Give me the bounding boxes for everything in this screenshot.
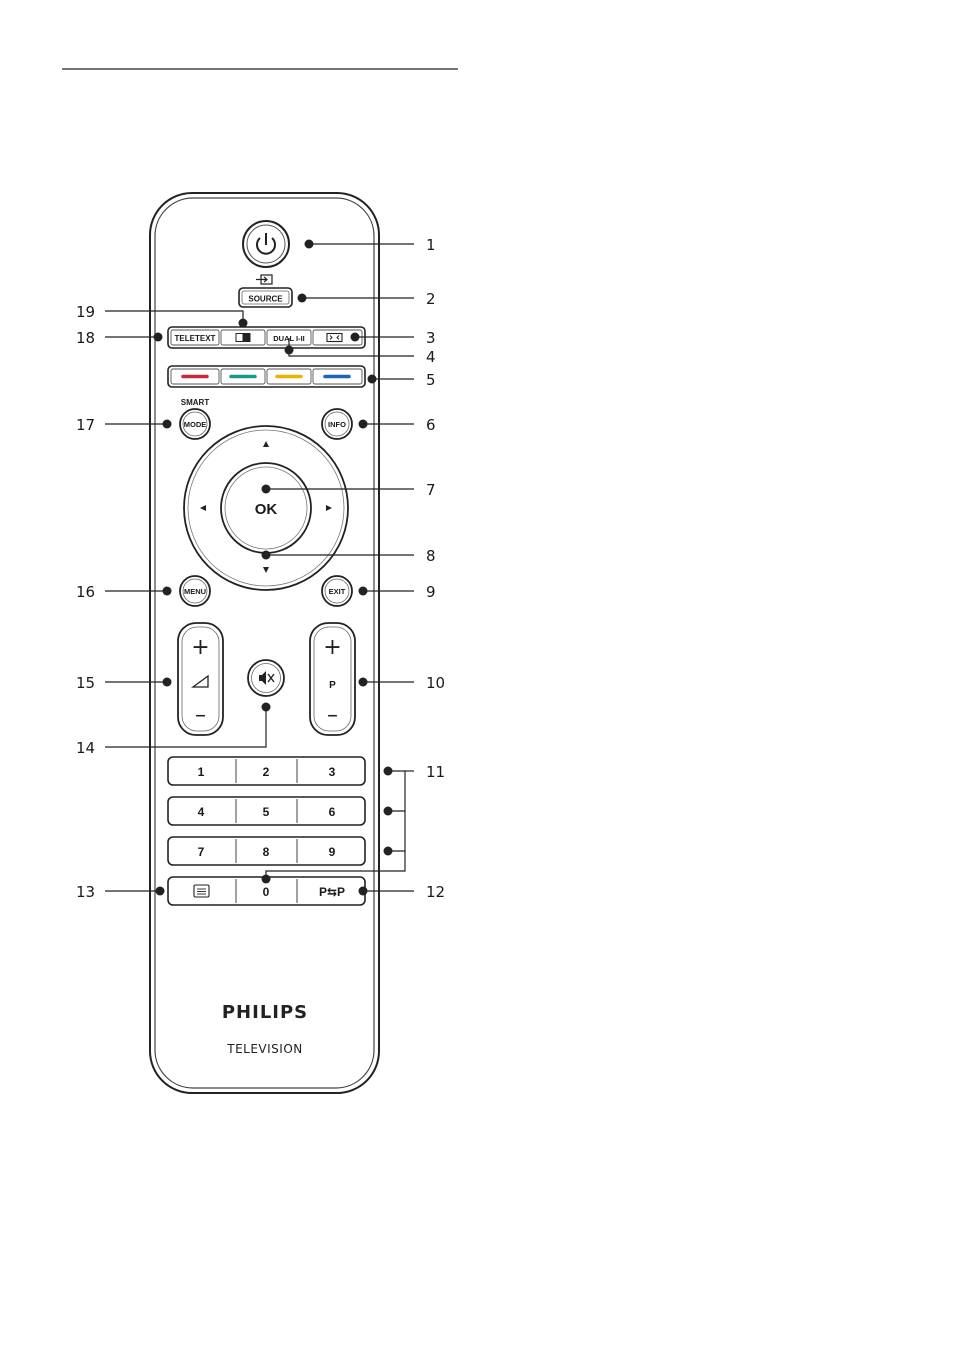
key-4[interactable]: 4 bbox=[198, 805, 205, 819]
key-2[interactable]: 2 bbox=[263, 765, 270, 779]
key-8[interactable]: 8 bbox=[263, 845, 270, 859]
callout-8: 8 bbox=[426, 547, 436, 565]
volume-minus-label: – bbox=[195, 703, 206, 728]
menu-label: MENU bbox=[184, 587, 206, 596]
callout-2: 2 bbox=[426, 290, 436, 308]
callout-1: 1 bbox=[426, 236, 436, 254]
callout-7: 7 bbox=[426, 481, 436, 499]
callout-19: 19 bbox=[76, 303, 95, 321]
key-3[interactable]: 3 bbox=[329, 765, 336, 779]
smart-mode-button[interactable]: MODE bbox=[180, 409, 210, 439]
callout-5: 5 bbox=[426, 371, 436, 389]
color-keys-row bbox=[168, 366, 365, 387]
exit-label: EXIT bbox=[329, 587, 346, 596]
ok-button[interactable]: OK bbox=[221, 463, 311, 553]
callout-14: 14 bbox=[76, 739, 95, 757]
key-6[interactable]: 6 bbox=[329, 805, 336, 819]
menu-button[interactable]: MENU bbox=[180, 576, 210, 606]
callout-9: 9 bbox=[426, 583, 436, 601]
callout-16: 16 bbox=[76, 583, 95, 601]
program-label: P bbox=[329, 680, 336, 691]
key-7[interactable]: 7 bbox=[198, 845, 205, 859]
brand-logo: PHILIPS bbox=[222, 1002, 308, 1023]
teletext-row: TELETEXT DUAL I-II bbox=[168, 327, 365, 348]
key-0[interactable]: 0 bbox=[263, 885, 270, 899]
volume-rocker[interactable]: + – bbox=[178, 623, 223, 735]
callout-12: 12 bbox=[426, 883, 445, 901]
power-button[interactable] bbox=[243, 221, 289, 267]
callout-3: 3 bbox=[426, 329, 436, 347]
callout-6: 6 bbox=[426, 416, 436, 434]
source-button[interactable]: SOURCE bbox=[239, 288, 292, 307]
mute-button[interactable] bbox=[248, 660, 284, 696]
smart-label: SMART bbox=[181, 398, 210, 407]
callout-15: 15 bbox=[76, 674, 95, 692]
program-minus-label: – bbox=[327, 703, 338, 728]
key-9[interactable]: 9 bbox=[329, 845, 336, 859]
product-label: TELEVISION bbox=[226, 1042, 303, 1056]
ok-label: OK bbox=[255, 501, 278, 518]
callout-11: 11 bbox=[426, 763, 445, 781]
exit-button[interactable]: EXIT bbox=[322, 576, 352, 606]
info-label: INFO bbox=[328, 420, 346, 429]
callout-17: 17 bbox=[76, 416, 95, 434]
source-input-icon bbox=[256, 275, 272, 284]
program-plus-label: + bbox=[323, 635, 341, 660]
program-rocker[interactable]: + P – bbox=[310, 623, 355, 735]
previous-program-key[interactable]: P⇆P bbox=[319, 885, 345, 899]
volume-plus-label: + bbox=[191, 635, 209, 660]
key-5[interactable]: 5 bbox=[263, 805, 270, 819]
mode-label: MODE bbox=[184, 420, 207, 429]
callout-4: 4 bbox=[426, 348, 436, 366]
info-button[interactable]: INFO bbox=[322, 409, 352, 439]
callout-13: 13 bbox=[76, 883, 95, 901]
teletext-label: TELETEXT bbox=[175, 334, 216, 343]
callout-18: 18 bbox=[76, 329, 95, 347]
source-label: SOURCE bbox=[248, 295, 283, 304]
callout-10: 10 bbox=[426, 674, 445, 692]
key-1[interactable]: 1 bbox=[198, 765, 205, 779]
